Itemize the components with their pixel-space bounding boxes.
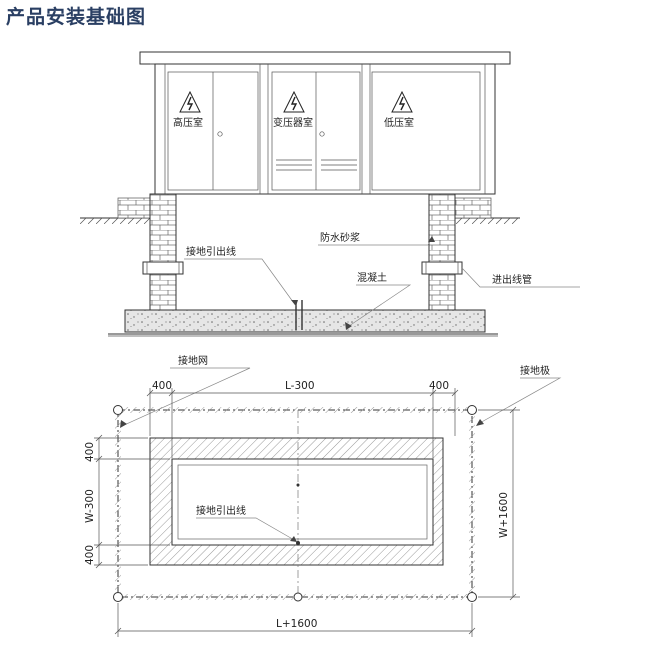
ground-electrode-icon: [113, 405, 123, 415]
callout-waterproof-mortar: 防水砂浆: [320, 231, 360, 244]
vent-grille-left: [276, 159, 312, 171]
page-title: 产品安装基础图: [6, 6, 147, 28]
door-handle-icon: [217, 131, 223, 137]
concrete-foundation: [124, 309, 486, 333]
brick-pier-left: [149, 193, 177, 311]
ground-electrode-icon: [293, 592, 303, 602]
ground-electrode-icon: [113, 592, 123, 602]
cable-pipe-right: [421, 261, 463, 275]
callout-ground-grid: 接地网: [178, 354, 208, 367]
dim-left-400: 400: [152, 380, 172, 392]
ground-electrode-icon: [467, 405, 477, 415]
callout-ground-lead-plan: 接地引出线: [196, 504, 246, 517]
substation-cabinet: [154, 63, 496, 195]
transformer-warning-icon: [283, 90, 305, 113]
low-voltage-room-panel: [371, 71, 481, 191]
room-label-high-voltage: 高压室: [173, 116, 203, 129]
callout-cable-pipe: 进出线管: [492, 273, 532, 286]
roof-slab: [139, 51, 511, 65]
callout-ground-lead-elevation: 接地引出线: [186, 245, 236, 258]
low-voltage-warning-icon: [391, 90, 413, 113]
vent-grille-right: [321, 159, 357, 171]
ground-electrode-icon: [467, 592, 477, 602]
dim-top-400: 400: [84, 442, 96, 462]
room-label-transformer: 变压器室: [273, 116, 313, 129]
room-label-low-voltage: 低压室: [384, 116, 414, 129]
elevation-view: 高压室 变压器室 低压室: [80, 51, 580, 337]
dim-l-plus-1600: L+1600: [276, 618, 317, 630]
dim-l-minus-300: L-300: [285, 380, 315, 392]
dim-right-400: 400: [429, 380, 449, 392]
plan-view: 接地网 接地极 接地引出线 400 L-300 400 400 W-300 40…: [84, 354, 562, 637]
door-handle-icon: [319, 131, 325, 137]
callout-concrete: 混凝土: [357, 271, 387, 284]
callout-ground-electrode: 接地极: [520, 364, 550, 377]
dim-bottom-400: 400: [84, 545, 96, 565]
dim-w-plus-1600: W+1600: [498, 492, 510, 538]
high-voltage-warning-icon: [179, 90, 201, 113]
brick-pier-right: [428, 193, 456, 311]
cable-pipe-left: [142, 261, 184, 275]
dim-w-minus-300: W-300: [84, 489, 96, 523]
